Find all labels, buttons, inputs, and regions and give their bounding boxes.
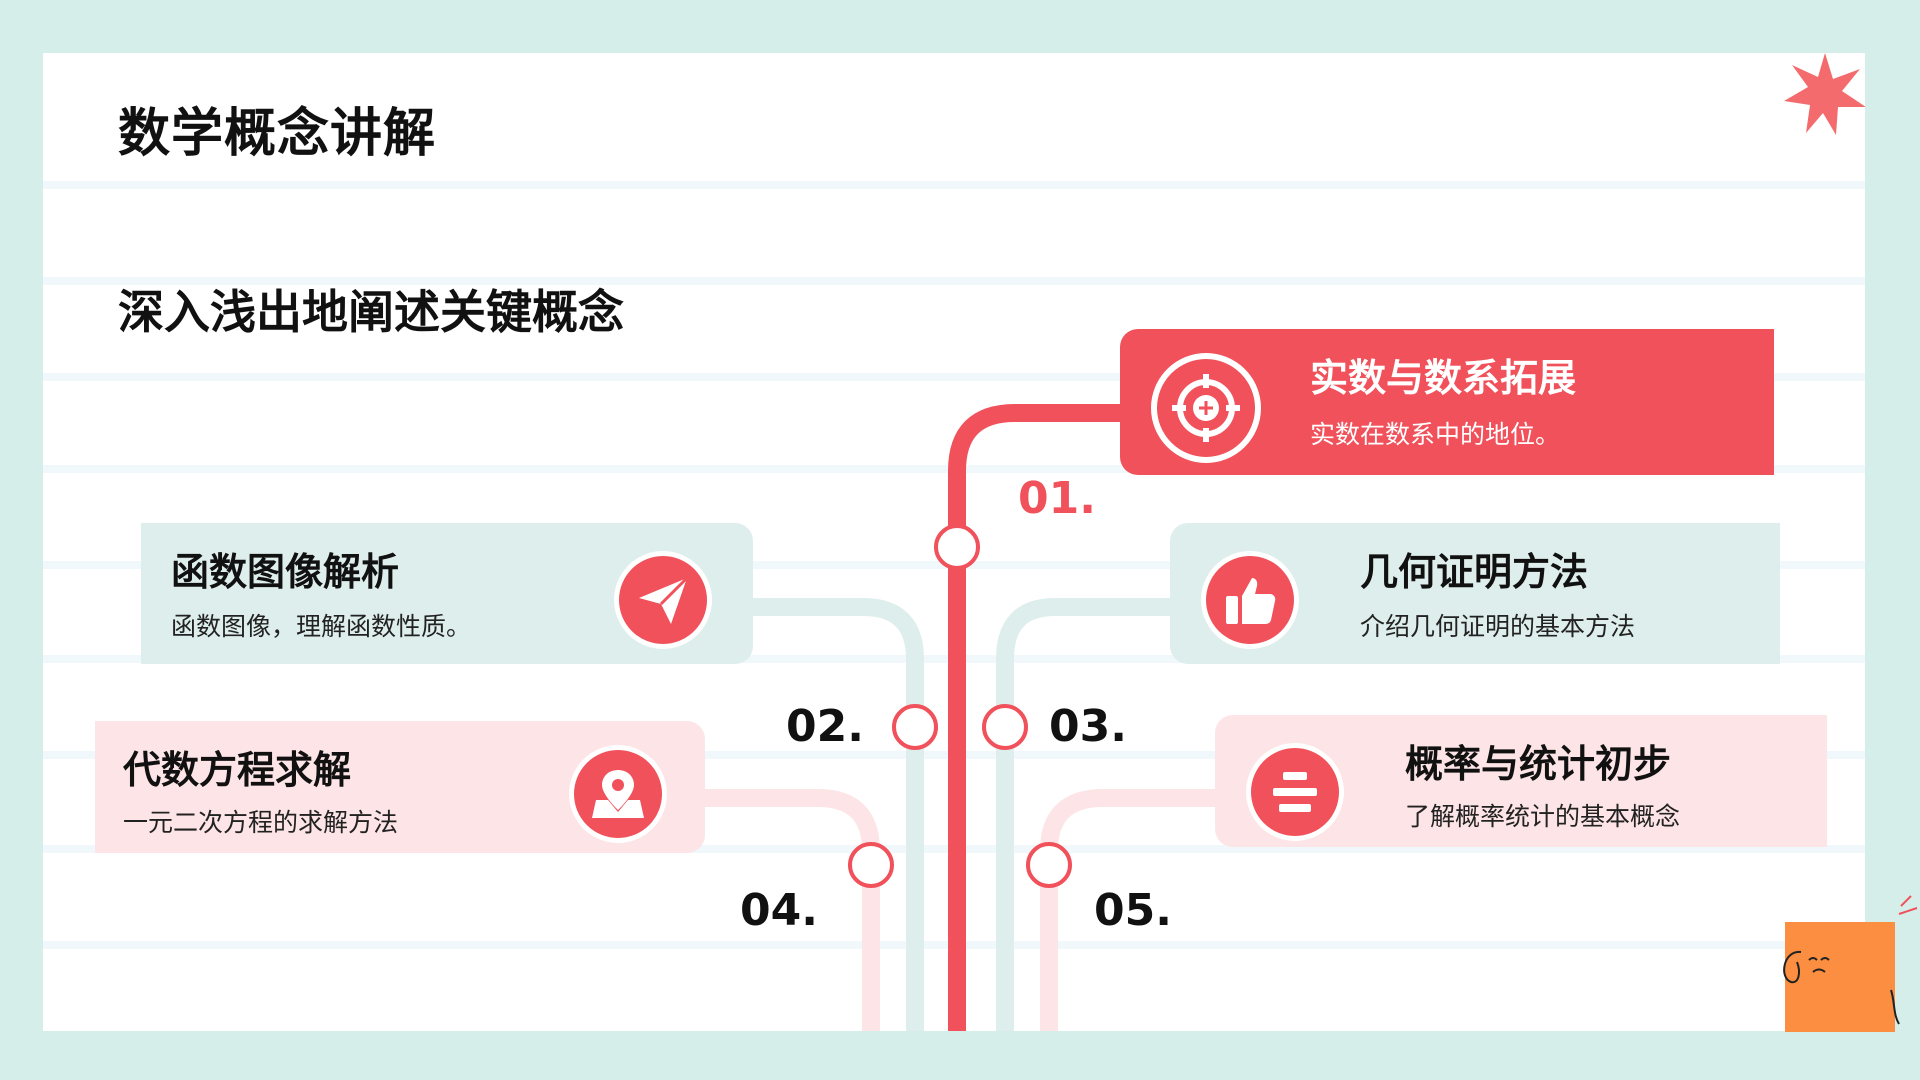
map-pin-icon [569, 745, 667, 843]
branch-line-02 [743, 598, 924, 1031]
node-circle-02 [892, 704, 938, 750]
node-circle-03 [982, 704, 1028, 750]
concept-title: 代数方程求解 [123, 748, 352, 792]
connector-lines [705, 404, 1215, 1031]
character-sticky-note [1783, 922, 1900, 1032]
step-number-03: 03. [1049, 701, 1127, 752]
concept-description: 实数在数系中的地位。 [1310, 420, 1561, 449]
thumbs-up-icon [1201, 551, 1299, 649]
page-title: 数学概念讲解 [118, 104, 437, 164]
concept-description: 一元二次方程的求解方法 [123, 808, 399, 837]
concept-title: 概率与统计初步 [1405, 742, 1672, 786]
star-decoration-icon [1784, 53, 1865, 135]
background-stripe [43, 277, 1865, 285]
concept-description: 函数图像，理解函数性质。 [171, 612, 472, 641]
doodle-face-icon [1783, 950, 1900, 1025]
page-subtitle: 深入浅出地阐述关键概念 [118, 285, 624, 339]
slide: 数学概念讲解 深入浅出地阐述关键概念 函数图像解析 函数图像，理解函数性质。 代… [43, 53, 1865, 1031]
background-stripe [43, 373, 1865, 381]
step-number-04: 04. [740, 885, 818, 936]
concept-title: 实数与数系拓展 [1310, 356, 1577, 400]
node-circle-05 [1026, 842, 1072, 888]
concept-title: 几何证明方法 [1360, 550, 1589, 594]
node-circle-01 [934, 524, 980, 570]
step-number-02: 02. [786, 701, 864, 752]
node-circle-04 [848, 842, 894, 888]
step-number-05: 05. [1094, 885, 1172, 936]
spark-lines-icon [1898, 895, 1918, 915]
concept-description: 介绍几何证明的基本方法 [1360, 612, 1636, 641]
concept-description: 了解概率统计的基本概念 [1405, 802, 1681, 831]
background-stripe [43, 181, 1865, 189]
branch-line-03 [996, 598, 1170, 1031]
paper-plane-icon [614, 551, 712, 649]
crosshair-icon [1151, 353, 1261, 463]
concept-title: 函数图像解析 [171, 550, 400, 594]
main-trunk-line [948, 404, 1123, 1031]
align-center-icon [1246, 743, 1344, 841]
step-number-01: 01. [1018, 473, 1096, 524]
